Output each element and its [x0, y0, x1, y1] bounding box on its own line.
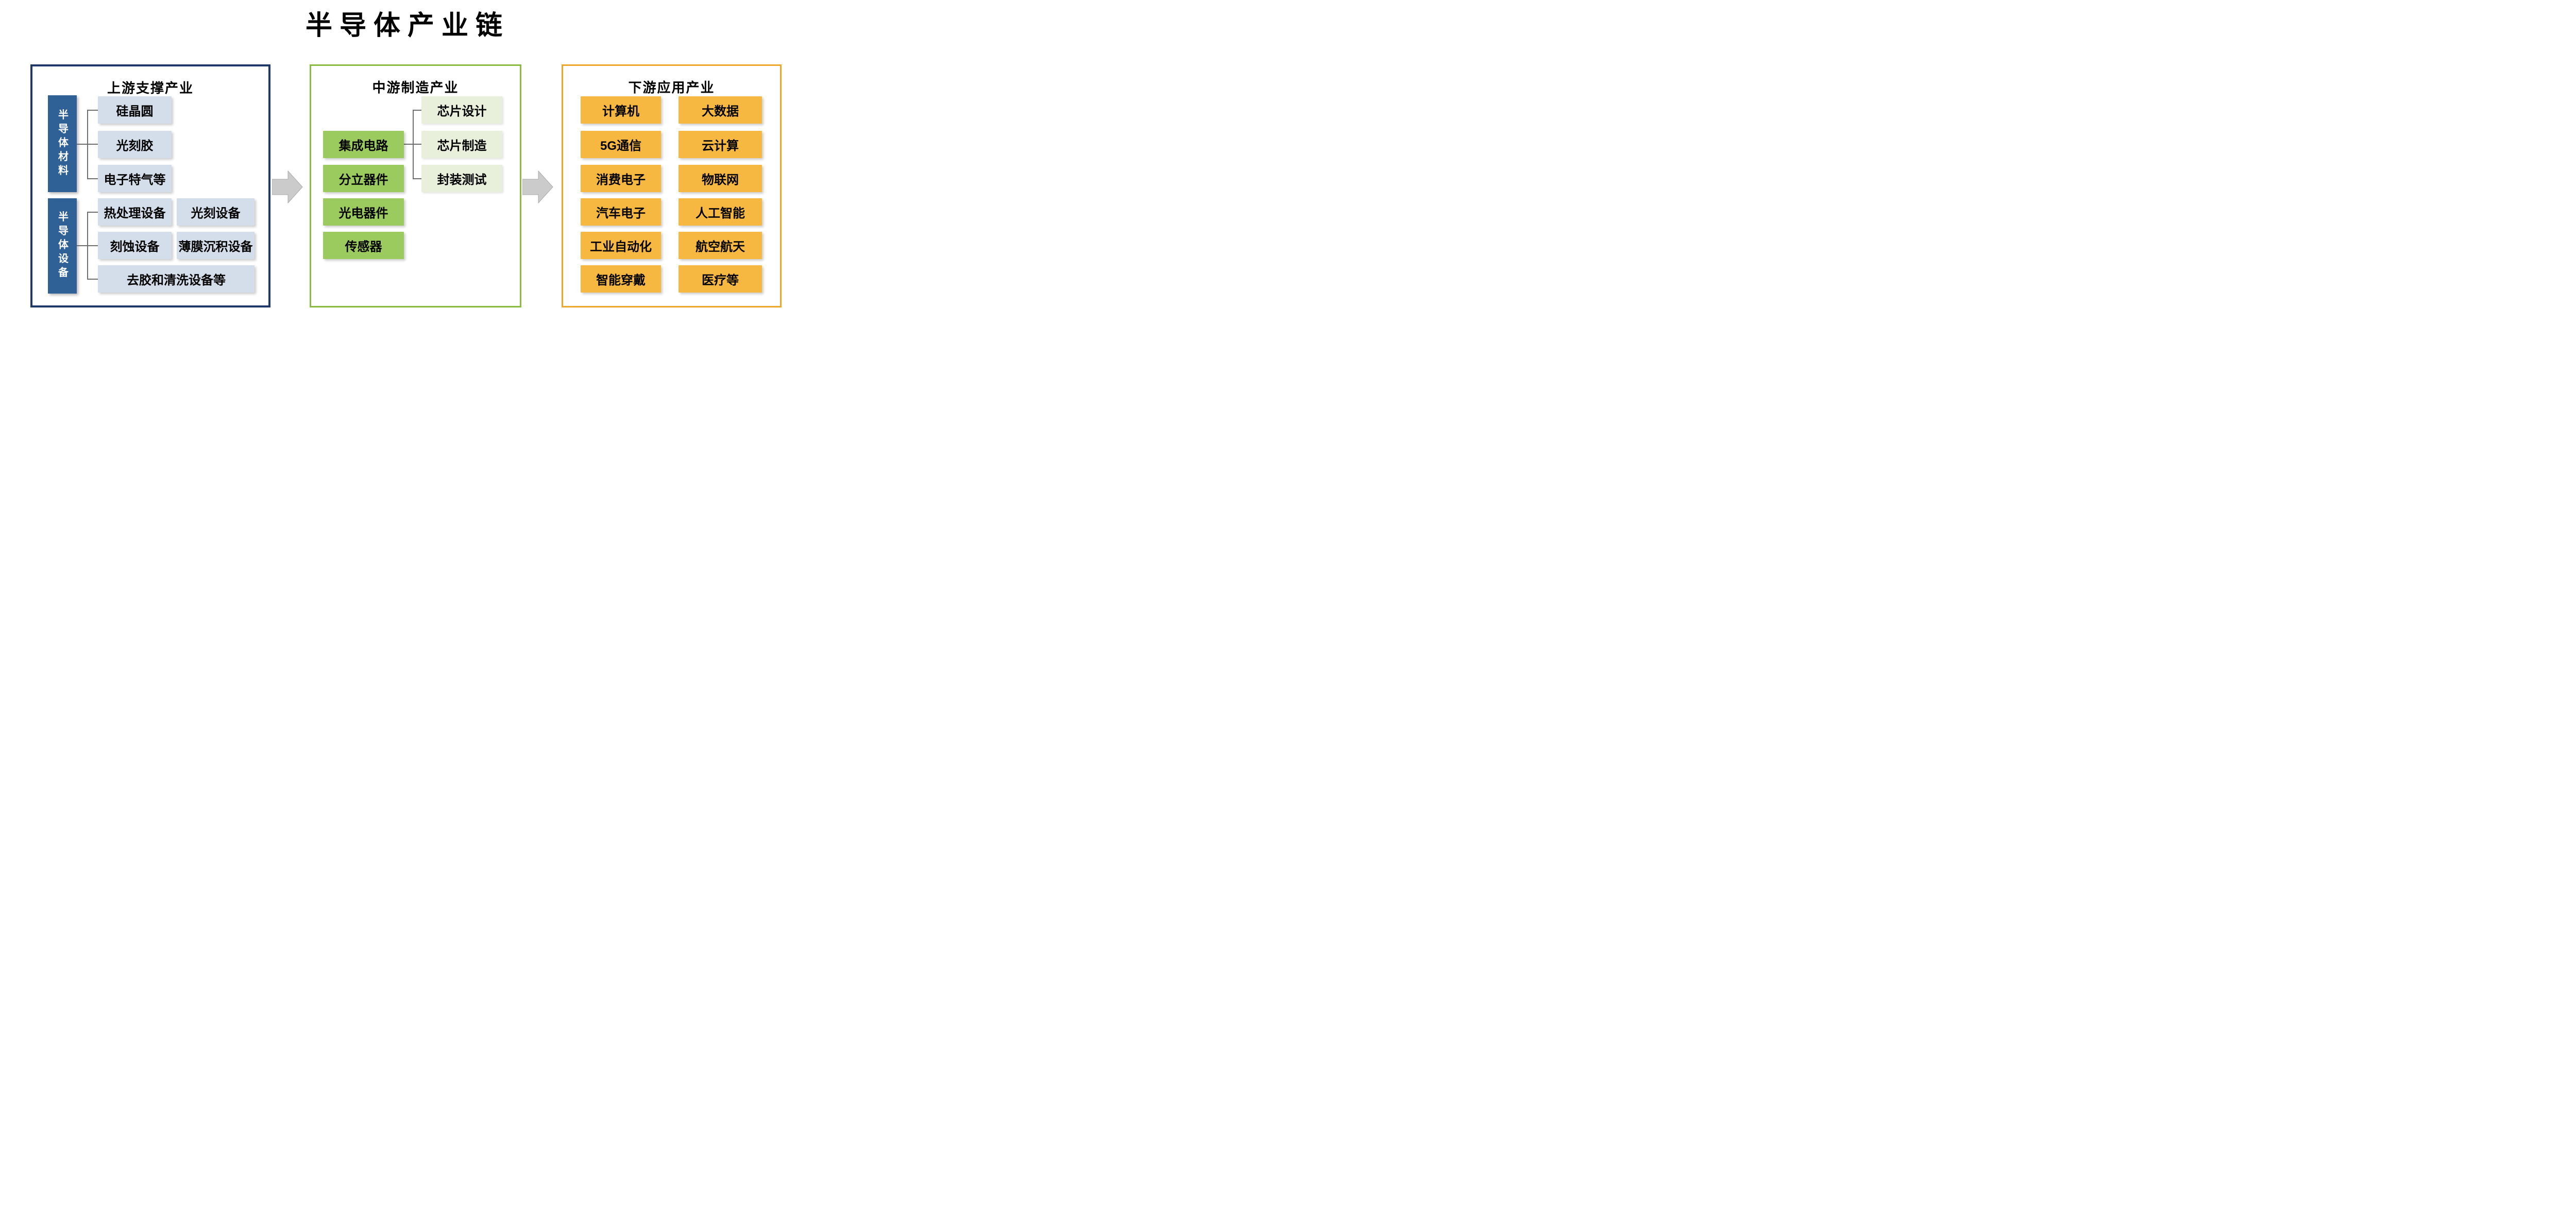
downstream-panel: 下游应用产业 计算机 大数据 5G通信 云计算 消费电子 物联网 汽车电子 人工… [562, 64, 782, 307]
semiconductor-industry-chain-diagram: 半导体产业链 上游支撑产业 半导体材料 半导体设备 硅晶圆 光刻胶 电子特气等 … [0, 0, 808, 381]
box-chip-fabrication: 芯片制造 [421, 131, 502, 158]
downstream-panel-title: 下游应用产业 [628, 80, 715, 95]
connector-line [87, 212, 98, 213]
connector-line [87, 178, 98, 179]
box-sensors: 传感器 [323, 232, 404, 259]
connector-line [77, 245, 98, 246]
connector-line [404, 144, 421, 145]
box-silicon-wafer: 硅晶圆 [98, 96, 172, 124]
page-title: 半导体产业链 [305, 11, 510, 41]
box-optoelectronic-devices: 光电器件 [323, 198, 404, 226]
box-lithography-equipment: 光刻设备 [177, 198, 255, 226]
semiconductor-equipment-label: 半导体设备 [48, 198, 77, 294]
midstream-panel: 中游制造产业 集成电路 分立器件 光电器件 传感器 芯片设计 芯片制造 封装测试 [310, 64, 521, 307]
box-chip-design: 芯片设计 [421, 96, 502, 124]
box-computer: 计算机 [581, 96, 661, 124]
box-consumer-electronics: 消费电子 [581, 165, 661, 192]
box-medical: 医疗等 [679, 265, 762, 293]
box-aerospace: 航空航天 [679, 232, 762, 259]
box-packaging-testing: 封装测试 [421, 165, 502, 192]
box-big-data: 大数据 [679, 96, 762, 124]
box-etching-equipment: 刻蚀设备 [98, 232, 172, 259]
box-smart-wearables: 智能穿戴 [581, 265, 661, 293]
box-cloud-computing: 云计算 [679, 131, 762, 158]
midstream-panel-title: 中游制造产业 [372, 80, 459, 95]
box-stripping-cleaning-equipment: 去胶和清洗设备等 [98, 265, 255, 293]
connector-line [413, 110, 421, 111]
semiconductor-materials-label: 半导体材料 [48, 95, 77, 192]
box-automotive-electronics: 汽车电子 [581, 198, 661, 226]
box-photoresist: 光刻胶 [98, 131, 172, 158]
box-electronic-specialty-gases: 电子特气等 [98, 165, 172, 192]
connector-line [77, 144, 98, 145]
box-heat-treatment-equipment: 热处理设备 [98, 198, 172, 226]
box-integrated-circuit: 集成电路 [323, 131, 404, 158]
connector-line [413, 178, 421, 179]
connector-line [87, 279, 98, 280]
flow-arrow-right-icon [522, 170, 553, 203]
box-artificial-intelligence: 人工智能 [679, 198, 762, 226]
upstream-panel-title: 上游支撑产业 [107, 80, 194, 96]
box-5g-communication: 5G通信 [581, 131, 661, 158]
upstream-panel: 上游支撑产业 半导体材料 半导体设备 硅晶圆 光刻胶 电子特气等 热处理设备 光… [30, 64, 270, 307]
connector-line [87, 110, 98, 111]
box-industrial-automation: 工业自动化 [581, 232, 661, 259]
flow-arrow-right-icon [272, 170, 303, 203]
box-discrete-devices: 分立器件 [323, 165, 404, 192]
box-thin-film-deposition-equipment: 薄膜沉积设备 [177, 232, 255, 259]
box-internet-of-things: 物联网 [679, 165, 762, 192]
